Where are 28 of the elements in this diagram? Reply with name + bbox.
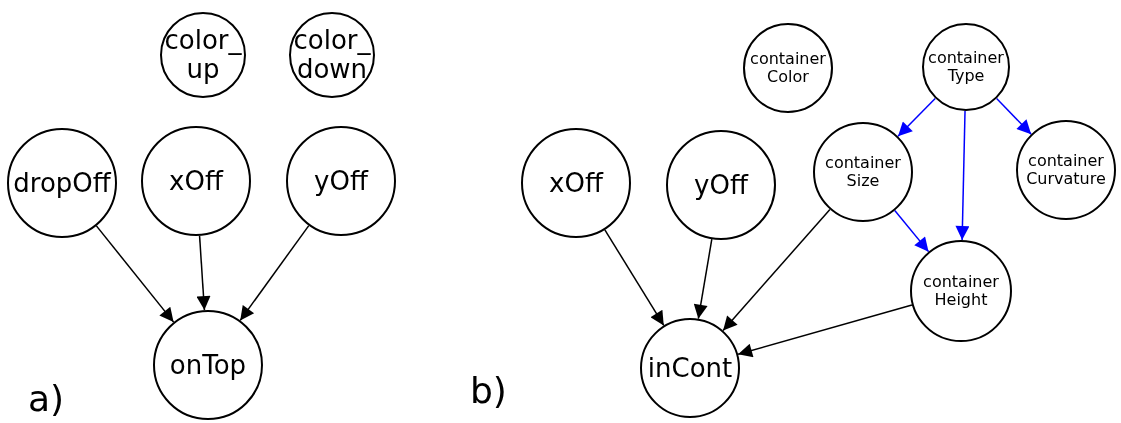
panel-label: b) — [470, 370, 507, 411]
node-label: container Height — [922, 273, 1000, 309]
node-label: xOff — [168, 166, 225, 196]
arrow — [955, 110, 970, 241]
node-label: color_down — [293, 26, 371, 84]
node-label: color_up — [164, 26, 242, 84]
node-label: onTop — [168, 350, 248, 380]
arrow — [604, 229, 665, 327]
node-label: container Curvature — [1025, 152, 1107, 188]
node-label: container Color — [749, 50, 827, 86]
node-label: container Type — [927, 49, 1005, 85]
arrow — [95, 225, 175, 323]
node-label: yOff — [693, 170, 750, 200]
node-label: xOff — [548, 168, 605, 198]
arrow — [196, 235, 211, 311]
arrow — [897, 97, 936, 138]
arrow — [239, 224, 310, 322]
node-label: dropOff — [12, 168, 112, 198]
node-label: inCont — [646, 353, 734, 383]
arrow — [995, 97, 1032, 135]
node-label: yOff — [313, 166, 370, 196]
arrow — [722, 208, 831, 332]
panel-label: a) — [28, 378, 65, 419]
circle-node — [813, 122, 913, 222]
arrow — [693, 238, 713, 320]
arrow — [894, 209, 930, 253]
arrow — [737, 304, 913, 358]
node-label: container Size — [824, 154, 902, 190]
